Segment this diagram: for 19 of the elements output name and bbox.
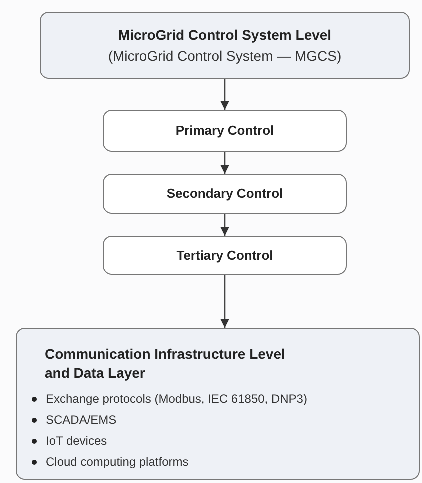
process-label: Primary Control <box>176 122 274 140</box>
list-item: SCADA/EMS <box>46 412 117 429</box>
process-box <box>103 174 347 214</box>
arrow <box>220 214 230 236</box>
process-label: Tertiary Control <box>176 246 274 265</box>
level-box <box>40 12 410 79</box>
process-box <box>103 236 347 275</box>
level-subtitle: (MicroGrid Control System — MGCS) <box>108 46 342 66</box>
arrow <box>220 275 230 328</box>
arrow <box>220 79 230 110</box>
process-label: Secondary Control <box>166 185 284 204</box>
level-title: Communication Infrastructure Level and Data Layer <box>45 345 286 383</box>
level-title: MicroGrid Control System Level <box>118 26 332 45</box>
list-item: Exchange protocols (Modbus, IEC 61850, DNP3) <box>46 391 308 408</box>
arrow <box>220 152 230 174</box>
list-item: Cloud computing platforms <box>46 454 189 471</box>
level-box <box>16 328 420 480</box>
list-item: IoT devices <box>46 433 108 450</box>
process-box <box>103 110 347 152</box>
